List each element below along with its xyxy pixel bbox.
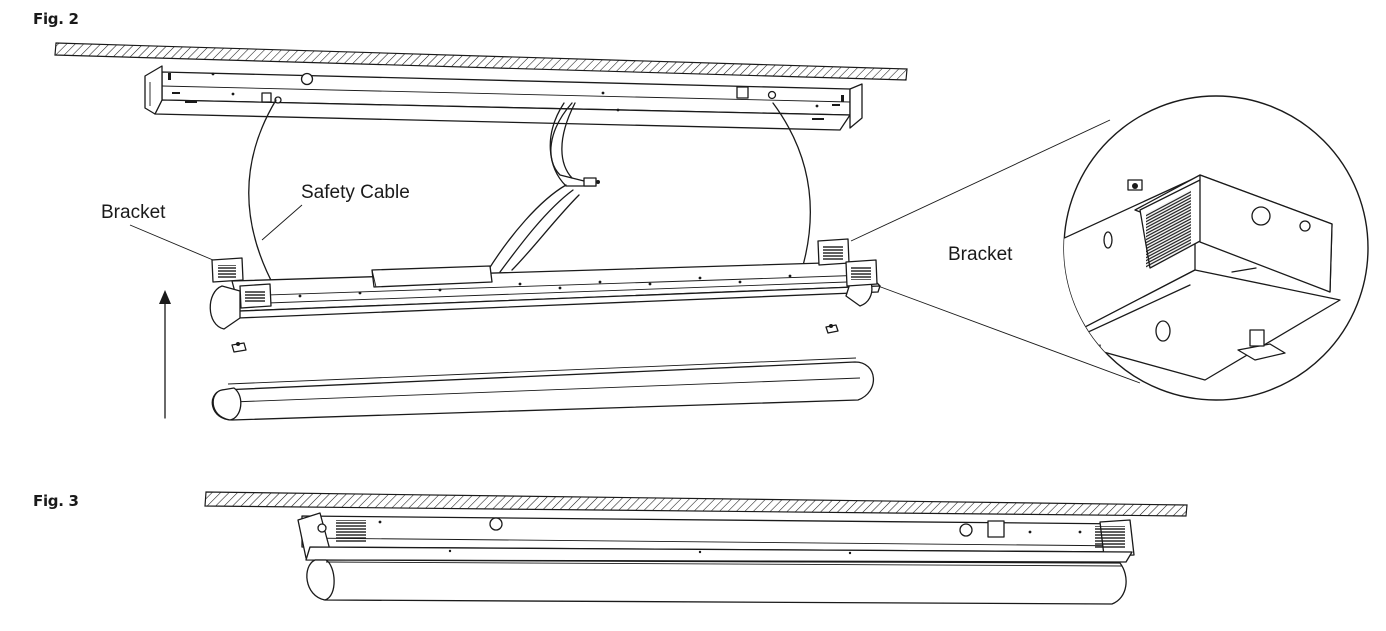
safety-cables (248, 99, 811, 289)
fixture-brackets (211, 238, 878, 309)
wire-harness (486, 102, 600, 273)
install-direction-arrow (159, 290, 171, 419)
clips (231, 324, 839, 353)
figure-3-label: Fig. 3 (33, 492, 79, 510)
fixture-body (209, 261, 881, 330)
mounting-channel (144, 65, 863, 131)
bracket-label: Bracket (101, 202, 166, 223)
installed-fixture (297, 512, 1135, 605)
bracket-detail-label: Bracket (948, 244, 1013, 265)
bracket-detail-view (1063, 95, 1369, 401)
ceiling-fig2 (54, 42, 908, 81)
figure-2-label: Fig. 2 (33, 10, 79, 28)
safety-cable-label: Safety Cable (301, 182, 410, 203)
leader-lines (129, 119, 1141, 384)
ceiling-fig3 (204, 491, 1188, 517)
lens-diffuser (211, 357, 875, 421)
